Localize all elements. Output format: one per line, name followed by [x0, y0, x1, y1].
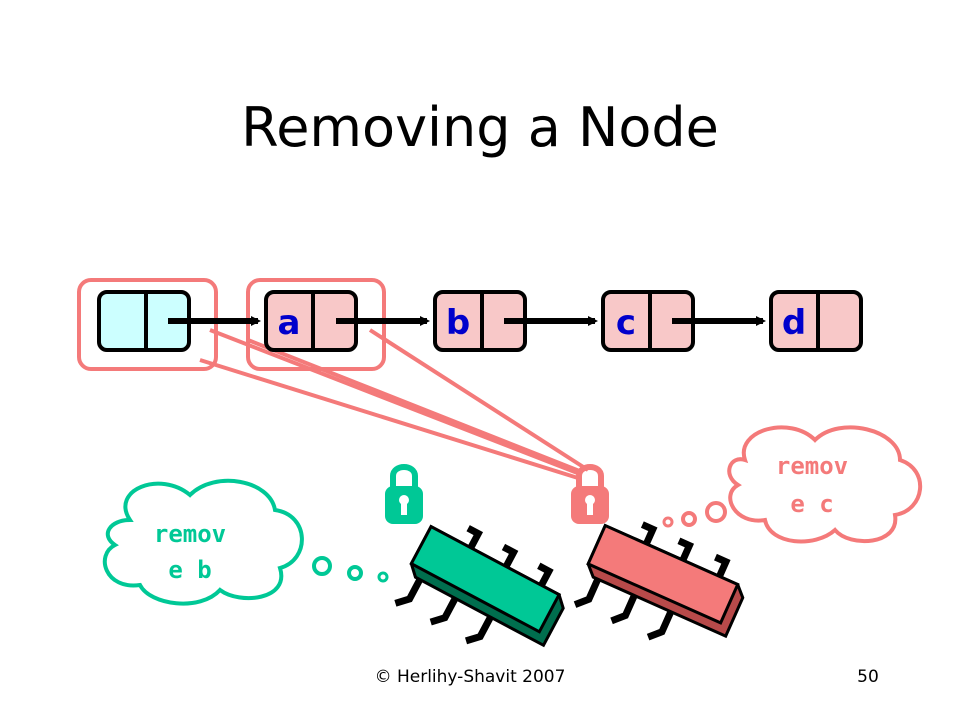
thought-dot — [347, 565, 363, 581]
bubble-text-line2: e c — [790, 490, 833, 518]
lock-connection-lines — [199, 328, 590, 480]
node-a: a — [264, 290, 358, 352]
footer-copyright: © Herlihy-Shavit 2007 — [375, 667, 566, 687]
thought-dot — [681, 511, 697, 527]
node-d: d — [769, 290, 863, 352]
node-label: d — [782, 303, 806, 343]
padlock-icon — [385, 464, 423, 524]
cpu-chip-icon — [573, 521, 745, 641]
thought-dot — [377, 571, 389, 583]
thought-bubble-green: remov e b — [102, 478, 389, 606]
bubble-text-line1: remov — [776, 452, 848, 480]
cpu-chip-icon — [394, 524, 565, 648]
padlock-icon — [571, 464, 609, 524]
page-number: 50 — [857, 667, 879, 687]
thought-dot — [705, 501, 727, 523]
node-label: b — [446, 303, 470, 343]
thought-bubble-red: remov e c — [662, 425, 923, 544]
bubble-text-line1: remov — [154, 520, 226, 548]
slide-title: Removing a Node — [241, 96, 719, 159]
node-c: c — [601, 290, 695, 352]
bubble-text-line2: e b — [168, 556, 211, 584]
thought-dot — [312, 556, 332, 576]
node-label: c — [616, 303, 636, 343]
head-lock-highlight — [77, 278, 218, 371]
node-label: a — [278, 303, 301, 343]
thought-dot — [662, 516, 674, 528]
